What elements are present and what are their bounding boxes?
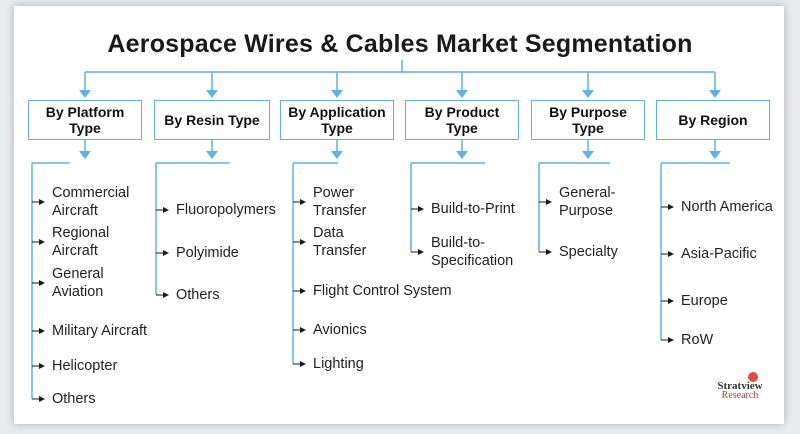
category-box: By Platform Type [28, 100, 142, 140]
diagram-title: Aerospace Wires & Cables Market Segmenta… [107, 30, 693, 58]
segment-item: Helicopter [52, 358, 118, 374]
segment-item: Lighting [313, 356, 364, 372]
stratview-logo: Stratview Research [700, 372, 780, 420]
category-box: By Purpose Type [531, 100, 645, 140]
segment-item: Polyimide [176, 245, 239, 261]
category-arrow-icon [582, 90, 594, 98]
segment-item: North America [681, 199, 773, 215]
category-box: By Resin Type [154, 100, 270, 140]
category-arrow-icon [331, 90, 343, 98]
segment-item: Fluoropolymers [176, 202, 276, 218]
segment-item: Data Transfer [313, 225, 367, 259]
segment-item: Others [176, 287, 220, 303]
logo-name: Stratview [717, 380, 763, 392]
segment-item: RoW [681, 332, 714, 348]
category-down-arrow-icon [331, 151, 343, 159]
segment-item: Others [52, 391, 96, 407]
category-down-arrow-icon [79, 151, 91, 159]
category-arrow-icon [456, 90, 468, 98]
category-down-arrow-icon [456, 151, 468, 159]
category-box: By Application Type [280, 100, 394, 140]
segment-item: General- Purpose [559, 185, 616, 219]
category-box: By Product Type [405, 100, 519, 140]
logo-sub: Research [721, 390, 759, 401]
segment-item: Regional Aircraft [52, 225, 110, 259]
category-arrow-icon [206, 90, 218, 98]
category-arrow-icon [709, 90, 721, 98]
category-down-arrow-icon [206, 151, 218, 159]
segment-item: Commercial Aircraft [52, 185, 130, 219]
segment-item: Build-to- Specification [431, 235, 514, 269]
segment-item: Specialty [559, 244, 618, 260]
diagram-card [14, 6, 784, 424]
logo-mark-icon [748, 372, 758, 382]
segment-item: Build-to-Print [431, 201, 515, 217]
segment-item: General Aviation [52, 266, 104, 300]
category-down-arrow-icon [709, 151, 721, 159]
category-down-arrow-icon [582, 151, 594, 159]
segment-item: Europe [681, 293, 728, 309]
segment-item: Military Aircraft [52, 323, 148, 339]
segment-item: Asia-Pacific [681, 246, 757, 262]
segment-item: Avionics [313, 322, 367, 338]
category-arrow-icon [79, 90, 91, 98]
category-box: By Region [656, 100, 770, 140]
segment-item: Flight Control System [313, 283, 452, 299]
segment-item: Power Transfer [313, 185, 367, 219]
